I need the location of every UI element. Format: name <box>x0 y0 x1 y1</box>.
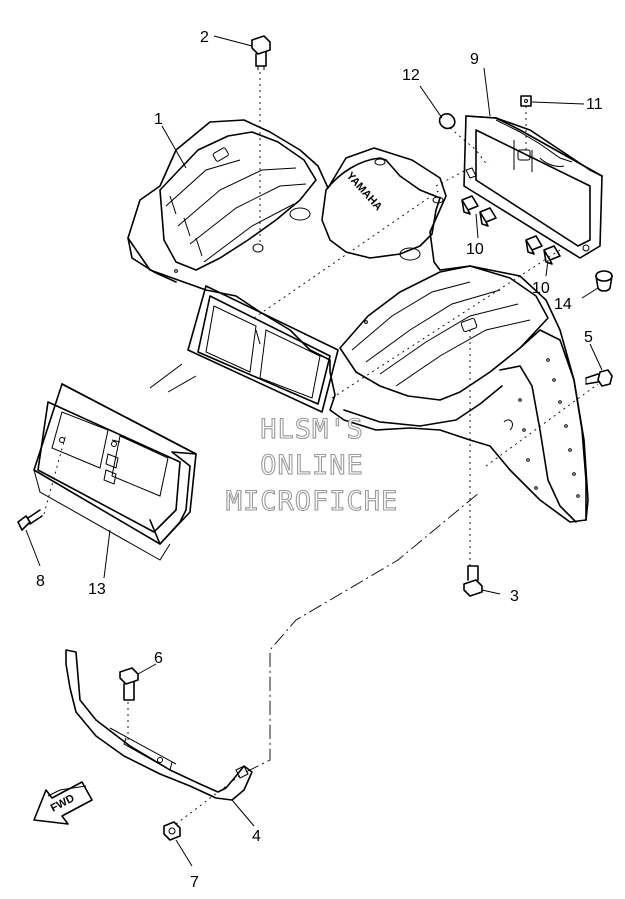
leader-lines <box>25 35 603 867</box>
callout-numbers: 1 2 3 4 5 6 7 8 9 10 10 11 12 13 14 <box>36 29 603 891</box>
screw-8 <box>17 509 43 531</box>
rear-storage-box <box>463 115 603 259</box>
callout-10a: 10 <box>466 241 484 258</box>
watermark-line2: ONLINE <box>260 450 364 481</box>
assembly-lines <box>43 72 599 825</box>
callout-14: 14 <box>554 296 572 313</box>
nut-7 <box>163 821 181 841</box>
bolt-3 <box>463 565 483 597</box>
grommet-14 <box>595 270 613 292</box>
callout-1: 1 <box>154 111 163 128</box>
callout-5: 5 <box>584 329 593 346</box>
watermark: HLSM'S ONLINE MICROFICHE <box>225 413 399 517</box>
callout-9: 9 <box>470 51 479 68</box>
bracket-4 <box>65 649 253 801</box>
callout-13: 13 <box>88 581 106 598</box>
fender-brand-label: YAMAHA <box>344 170 385 213</box>
washer-12 <box>438 113 456 130</box>
callout-6: 6 <box>154 650 163 667</box>
callout-2: 2 <box>200 29 209 46</box>
callout-8: 8 <box>36 573 45 590</box>
callout-11: 11 <box>586 96 603 113</box>
callout-10b: 10 <box>532 280 550 297</box>
headlight-housing-opening <box>187 285 339 413</box>
fender-rivets <box>518 358 580 498</box>
bolt-6 <box>119 667 139 701</box>
nut-11 <box>520 95 532 107</box>
callout-12: 12 <box>402 67 420 84</box>
bolt-5 <box>585 369 613 387</box>
callout-3: 3 <box>510 588 519 605</box>
watermark-line1: HLSM'S <box>260 414 364 445</box>
headlight-bezel <box>33 383 197 561</box>
fwd-arrow-icon: FWD <box>33 781 93 825</box>
rubber-pads <box>461 195 561 265</box>
callout-7: 7 <box>190 874 199 891</box>
bolt-2 <box>251 35 271 70</box>
callout-4: 4 <box>252 828 261 845</box>
watermark-line3: MICROFICHE <box>226 486 399 517</box>
